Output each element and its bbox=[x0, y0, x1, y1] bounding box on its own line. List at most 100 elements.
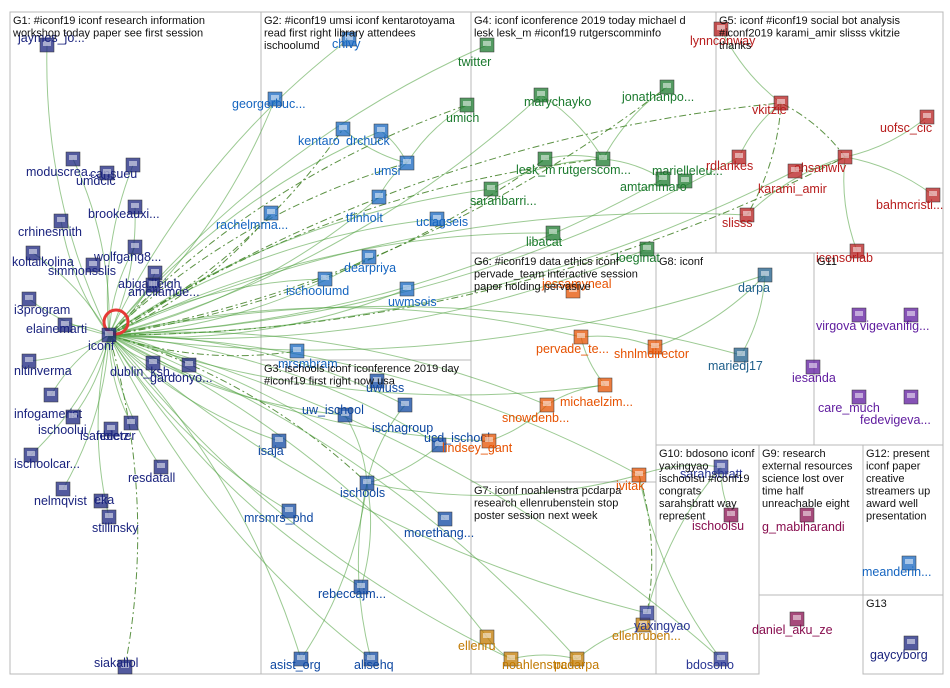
node-amtammaro[interactable]: amtammaro bbox=[620, 171, 687, 194]
node-georgerbuc---[interactable]: georgerbuc... bbox=[232, 91, 306, 111]
node-eka[interactable]: eka bbox=[93, 493, 114, 509]
node-shnlmdirector[interactable]: shnlmdirector bbox=[614, 339, 689, 361]
node-lynnconway[interactable]: lynnconway bbox=[690, 21, 756, 48]
node-koltaikolina[interactable]: koltaikolina bbox=[12, 245, 74, 269]
node-virgova[interactable]: virgova bbox=[816, 307, 867, 333]
node-infogamerist[interactable]: infogamerist bbox=[14, 387, 83, 421]
node-jonathanpo---[interactable]: jonathanpo... bbox=[621, 79, 694, 104]
node-icensorlab[interactable]: icensorlab bbox=[816, 243, 873, 265]
node-libacat[interactable]: libacat bbox=[526, 225, 563, 249]
node-sarahbarri---[interactable]: sarahbarri... bbox=[470, 181, 537, 208]
node-stillinsky[interactable]: stillinsky bbox=[92, 509, 139, 535]
node-snowdenb---[interactable]: snowdenb... bbox=[502, 397, 569, 425]
node-dublin_ksh---[interactable]: dublin_ksh... bbox=[110, 355, 180, 379]
node-g_mabiharandi[interactable]: g_mabiharandi bbox=[762, 507, 845, 534]
node-nbietz[interactable]: nbietz bbox=[96, 421, 129, 443]
node-umich[interactable]: umich bbox=[446, 97, 479, 125]
node-gardonyo---[interactable]: gardonyo... bbox=[150, 357, 213, 385]
node-ellenru[interactable]: ellenru bbox=[458, 629, 496, 653]
node-fedevigeva---[interactable]: fedevigeva... bbox=[860, 389, 931, 427]
node-yaxingyao[interactable]: yaxingyao bbox=[634, 605, 690, 633]
node-crhinesmith[interactable]: crhinesmith bbox=[18, 213, 82, 239]
node-sarahsbratt[interactable]: sarahsbratt bbox=[680, 459, 743, 481]
node-alisehq[interactable]: alisehq bbox=[354, 651, 394, 672]
node-uwiuss[interactable]: uwiuss bbox=[366, 373, 404, 395]
node-daniel_aku_ze[interactable]: daniel_aku_ze bbox=[752, 611, 833, 637]
node-lesk_m[interactable]: lesk_m bbox=[516, 151, 556, 177]
node-brookeauxi---[interactable]: brookeauxi... bbox=[88, 199, 160, 221]
node-ischoolsu[interactable]: ischoolsu bbox=[692, 507, 744, 533]
node-uofsc_cic[interactable]: uofsc_cic bbox=[880, 109, 935, 135]
node-ivitak[interactable]: ivitak bbox=[616, 467, 647, 493]
node-uw_ischool[interactable]: uw_ischool bbox=[302, 403, 364, 423]
node-marychayko[interactable]: marychayko bbox=[524, 87, 591, 109]
node-umdcic[interactable]: umdcic bbox=[76, 165, 116, 188]
node-meanderin---[interactable]: meanderin... bbox=[862, 555, 931, 579]
node-ischools[interactable]: ischools bbox=[340, 475, 385, 500]
node-ischoolcar---[interactable]: ischoolcar... bbox=[14, 447, 80, 471]
node-mrsmrs_phd[interactable]: mrsmrs_phd bbox=[244, 503, 314, 525]
node-resdatall[interactable]: resdatall bbox=[128, 459, 175, 485]
node-jaymes_jo---[interactable]: jaymes_jo... bbox=[17, 31, 85, 53]
node-moduscrea---[interactable]: moduscrea... bbox=[26, 151, 98, 179]
node-simmonsslis[interactable]: simmonsslis bbox=[48, 257, 116, 278]
node-rutgerscom---[interactable]: rutgerscom... bbox=[558, 151, 631, 177]
node-kentaro[interactable]: kentaro bbox=[298, 121, 351, 148]
node-morethang---[interactable]: morethang... bbox=[404, 511, 474, 540]
edge-weak bbox=[638, 464, 722, 476]
node-bdosono[interactable]: bdosono bbox=[686, 651, 734, 672]
node-gaycyborg[interactable]: gaycyborg bbox=[870, 635, 928, 662]
node-label: wolfgang8... bbox=[93, 250, 161, 264]
node-karami_amir[interactable]: karami_amir bbox=[758, 163, 827, 196]
node-jessamyneal[interactable]: jessamyneal bbox=[541, 277, 611, 299]
node-isaja[interactable]: isaja bbox=[258, 433, 287, 458]
node-siakallol[interactable]: siakallol bbox=[94, 656, 138, 675]
node-elainemarti[interactable]: elainemarti bbox=[26, 317, 87, 336]
node-pcdarpa[interactable]: pcdarpa bbox=[554, 651, 599, 672]
node-label: kentaro bbox=[298, 134, 340, 148]
node-vigevanifig---[interactable]: vigevanifig... bbox=[860, 307, 929, 333]
node-twitter[interactable]: twitter bbox=[458, 37, 495, 69]
node-chivy[interactable]: chivy bbox=[332, 31, 361, 51]
node-noahlenstra[interactable]: noahlenstra bbox=[502, 651, 567, 672]
node-uclagseis[interactable]: uclagseis bbox=[416, 211, 468, 229]
node-umsi[interactable]: umsi bbox=[374, 155, 415, 178]
node-ameliamde---[interactable]: ameliamde... bbox=[128, 277, 200, 299]
node-ehsanwlv[interactable]: ehsanwlv bbox=[794, 149, 853, 175]
node-rebeccajm---[interactable]: rebeccajm... bbox=[318, 579, 386, 601]
node-uwmsois[interactable]: uwmsois bbox=[388, 281, 437, 309]
edge-strong bbox=[746, 102, 782, 216]
node-mariedj17[interactable]: mariedj17 bbox=[708, 347, 763, 373]
node-tfinholt[interactable]: tfinholt bbox=[346, 189, 387, 225]
node-loeginat[interactable]: loeginat bbox=[616, 241, 660, 265]
node-rdlankes[interactable]: rdlankes bbox=[706, 149, 753, 173]
node-bahmcristi---[interactable]: bahmcristi... bbox=[876, 187, 943, 212]
node-ellenruben---[interactable]: ellenruben... bbox=[612, 617, 681, 643]
node-michaelzim---[interactable]: michaelzim... bbox=[560, 377, 633, 409]
node-iconf[interactable]: iconf bbox=[88, 327, 117, 353]
node-ischoolui[interactable]: ischoolui bbox=[38, 409, 87, 437]
node-darpa[interactable]: darpa bbox=[738, 267, 773, 295]
node-nelmqvist[interactable]: nelmqvist bbox=[34, 481, 87, 508]
node-mrsmbram[interactable]: mrsmbram bbox=[278, 343, 338, 371]
node-ischoolumd[interactable]: ischoolumd bbox=[286, 271, 349, 298]
edge-strong bbox=[108, 334, 298, 357]
node-vkitzie[interactable]: vkitzie bbox=[752, 95, 789, 117]
node-drchuck[interactable]: drchuck bbox=[346, 123, 391, 148]
node-nitinverma[interactable]: nitinverma bbox=[14, 353, 72, 378]
node-pervade_te---[interactable]: pervade_te... bbox=[536, 329, 609, 356]
node-i3program[interactable]: i3program bbox=[14, 291, 70, 317]
node-slisss[interactable]: slisss bbox=[722, 207, 755, 230]
node-ischagroup[interactable]: ischagroup bbox=[372, 397, 433, 435]
node-care_much[interactable]: care_much bbox=[818, 389, 880, 415]
node-rachelmma---[interactable]: rachelmma... bbox=[216, 205, 288, 232]
node-lindsey_gant[interactable]: lindsey_gant bbox=[442, 433, 513, 455]
node-asist_org[interactable]: asist_org bbox=[270, 651, 321, 672]
node-ucd_ischool[interactable]: ucd_ischool bbox=[424, 431, 490, 453]
node-wolfgang8---[interactable]: wolfgang8... bbox=[93, 239, 161, 264]
node-label: slisss bbox=[722, 216, 753, 230]
avatar-face-icon bbox=[365, 253, 373, 258]
node-dearpriya[interactable]: dearpriya bbox=[344, 249, 396, 275]
node-iesanda[interactable]: iesanda bbox=[792, 359, 836, 385]
node-label: nitinverma bbox=[14, 364, 72, 378]
